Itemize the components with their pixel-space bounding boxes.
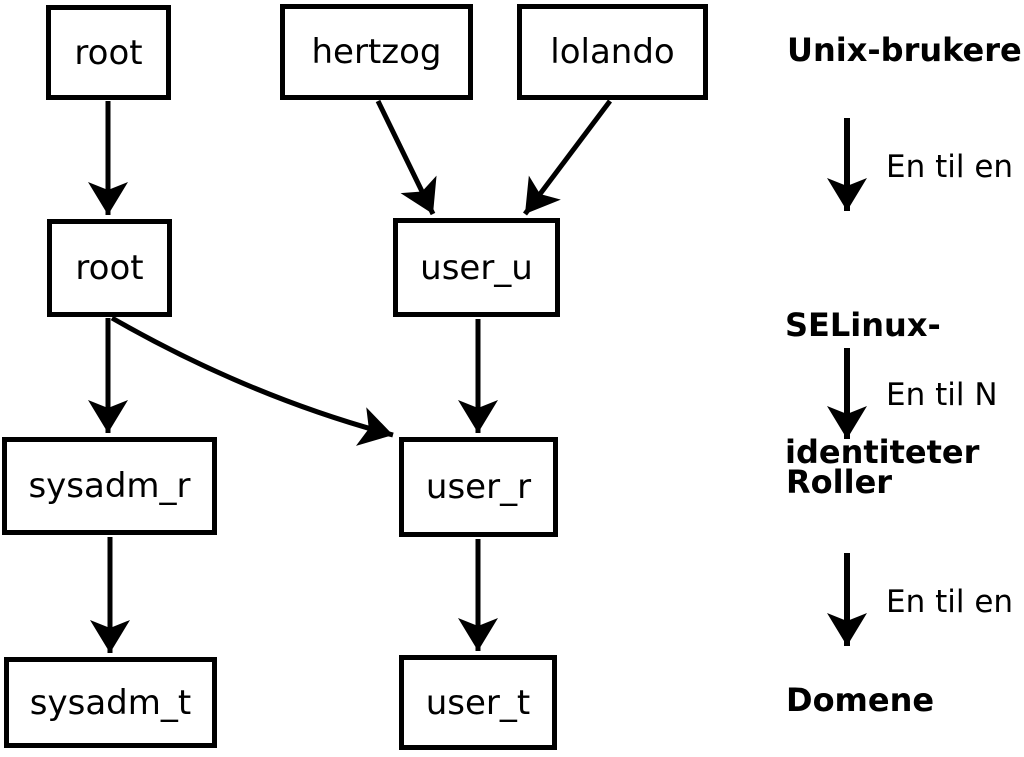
legend-level-selinux-line1: SELinux- — [785, 306, 941, 345]
node-label: root — [74, 32, 143, 73]
node-label: user_t — [425, 682, 531, 723]
node-label: user_r — [425, 467, 532, 507]
node-selinux-identity-user-u: user_u — [393, 218, 560, 317]
node-unix-user-hertzog: hertzog — [280, 4, 473, 100]
node-domain-sysadm-t: sysadm_t — [4, 657, 217, 748]
node-unix-user-lolando: lolando — [517, 4, 708, 100]
node-role-sysadm-r: sysadm_r — [2, 437, 217, 535]
arrow-hertzog-to-user-u — [375, 99, 437, 216]
node-label: sysadm_t — [29, 682, 192, 723]
arrow-lolando-to-user-u — [523, 99, 612, 216]
node-selinux-identity-root: root — [47, 219, 172, 317]
legend-level-roles: Roller — [786, 463, 893, 501]
node-domain-user-t: user_t — [399, 655, 557, 750]
arrow-selinux-root-to-user-r — [110, 315, 394, 446]
node-label: root — [75, 248, 144, 288]
legend-relation-one-to-one-1: En til en — [886, 149, 1014, 185]
legend-level-selinux-identities: SELinux- identiteter — [785, 220, 979, 558]
node-role-user-r: user_r — [399, 437, 558, 537]
legend-level-domains: Domene — [786, 681, 935, 719]
legend-level-selinux-line2: identiteter — [785, 433, 980, 472]
legend-level-unix-users: Unix-brukere — [787, 31, 1022, 69]
legend-relation-one-to-one-2: En til en — [886, 584, 1014, 620]
node-label: user_u — [420, 247, 533, 288]
legend-relation-one-to-n: En til N — [886, 377, 998, 413]
node-label: sysadm_r — [28, 466, 191, 506]
node-label: hertzog — [311, 32, 442, 72]
node-label: lolando — [550, 32, 675, 72]
node-unix-user-root: root — [46, 5, 171, 100]
